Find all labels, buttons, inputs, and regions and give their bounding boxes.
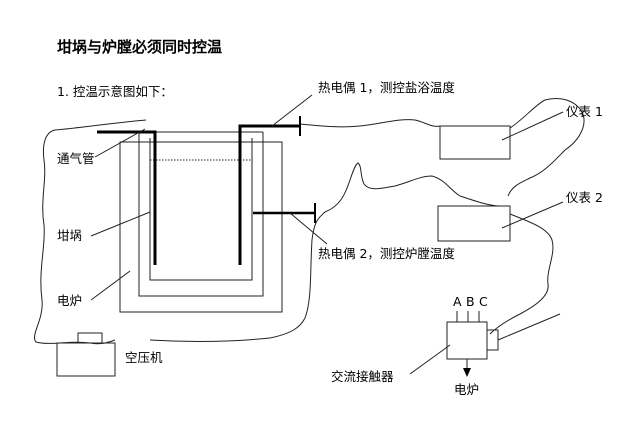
- leader-contactor: [409, 344, 451, 375]
- air-compressor-body: [56, 342, 116, 377]
- meter-2-box: [437, 205, 511, 242]
- label-crucible: 坩埚: [57, 228, 82, 243]
- leader-vent-pipe: [94, 128, 146, 158]
- contactor-output-arrow: [463, 368, 471, 377]
- leader-crucible: [90, 211, 151, 237]
- sketch-boundary-right: [149, 162, 501, 342]
- label-phase-a: A: [453, 294, 462, 309]
- sketch-boundary-meter1-right: [507, 98, 585, 197]
- salt-bath-vessel: [149, 138, 253, 281]
- diagram-intro: 1. 控温示意图如下：: [57, 84, 173, 99]
- vent-pipe: [97, 130, 157, 265]
- label-meter-1: 仪表 1: [566, 104, 603, 119]
- label-contactor: 交流接触器: [331, 369, 394, 384]
- air-compressor-top: [77, 332, 103, 344]
- leader-meter-2: [501, 201, 564, 229]
- contactor-control-wire: [497, 313, 561, 341]
- label-phase-b: B: [466, 294, 475, 309]
- label-compressor: 空压机: [125, 350, 163, 365]
- leader-thermocouple-1: [271, 94, 313, 127]
- label-contactor-output: 电炉: [454, 382, 479, 397]
- leader-furnace: [90, 270, 131, 301]
- label-phase-c: C: [479, 294, 488, 309]
- label-vent-pipe: 通气管: [57, 151, 95, 166]
- thermocouple-1: [238, 124, 300, 265]
- contactor-side-block: [486, 329, 499, 351]
- label-thermocouple-2: 热电偶 2，测控炉膛温度: [318, 246, 455, 261]
- leader-thermocouple-2: [289, 212, 328, 245]
- crucible: [138, 132, 264, 297]
- label-furnace: 电炉: [57, 293, 82, 308]
- label-thermocouple-1: 热电偶 1，测控盐浴温度: [318, 80, 455, 95]
- sketch-boundary-top: [299, 119, 441, 128]
- leader-meter-1: [501, 111, 564, 141]
- page-title: 坩埚与炉膛必须同时控温: [57, 38, 223, 56]
- label-meter-2: 仪表 2: [566, 190, 603, 205]
- contactor-body: [446, 321, 488, 360]
- sketch-boundary-meter2-right: [489, 213, 554, 335]
- furnace-body: [119, 141, 283, 313]
- sketch-boundary-left: [34, 119, 147, 345]
- meter-1-box: [439, 125, 511, 160]
